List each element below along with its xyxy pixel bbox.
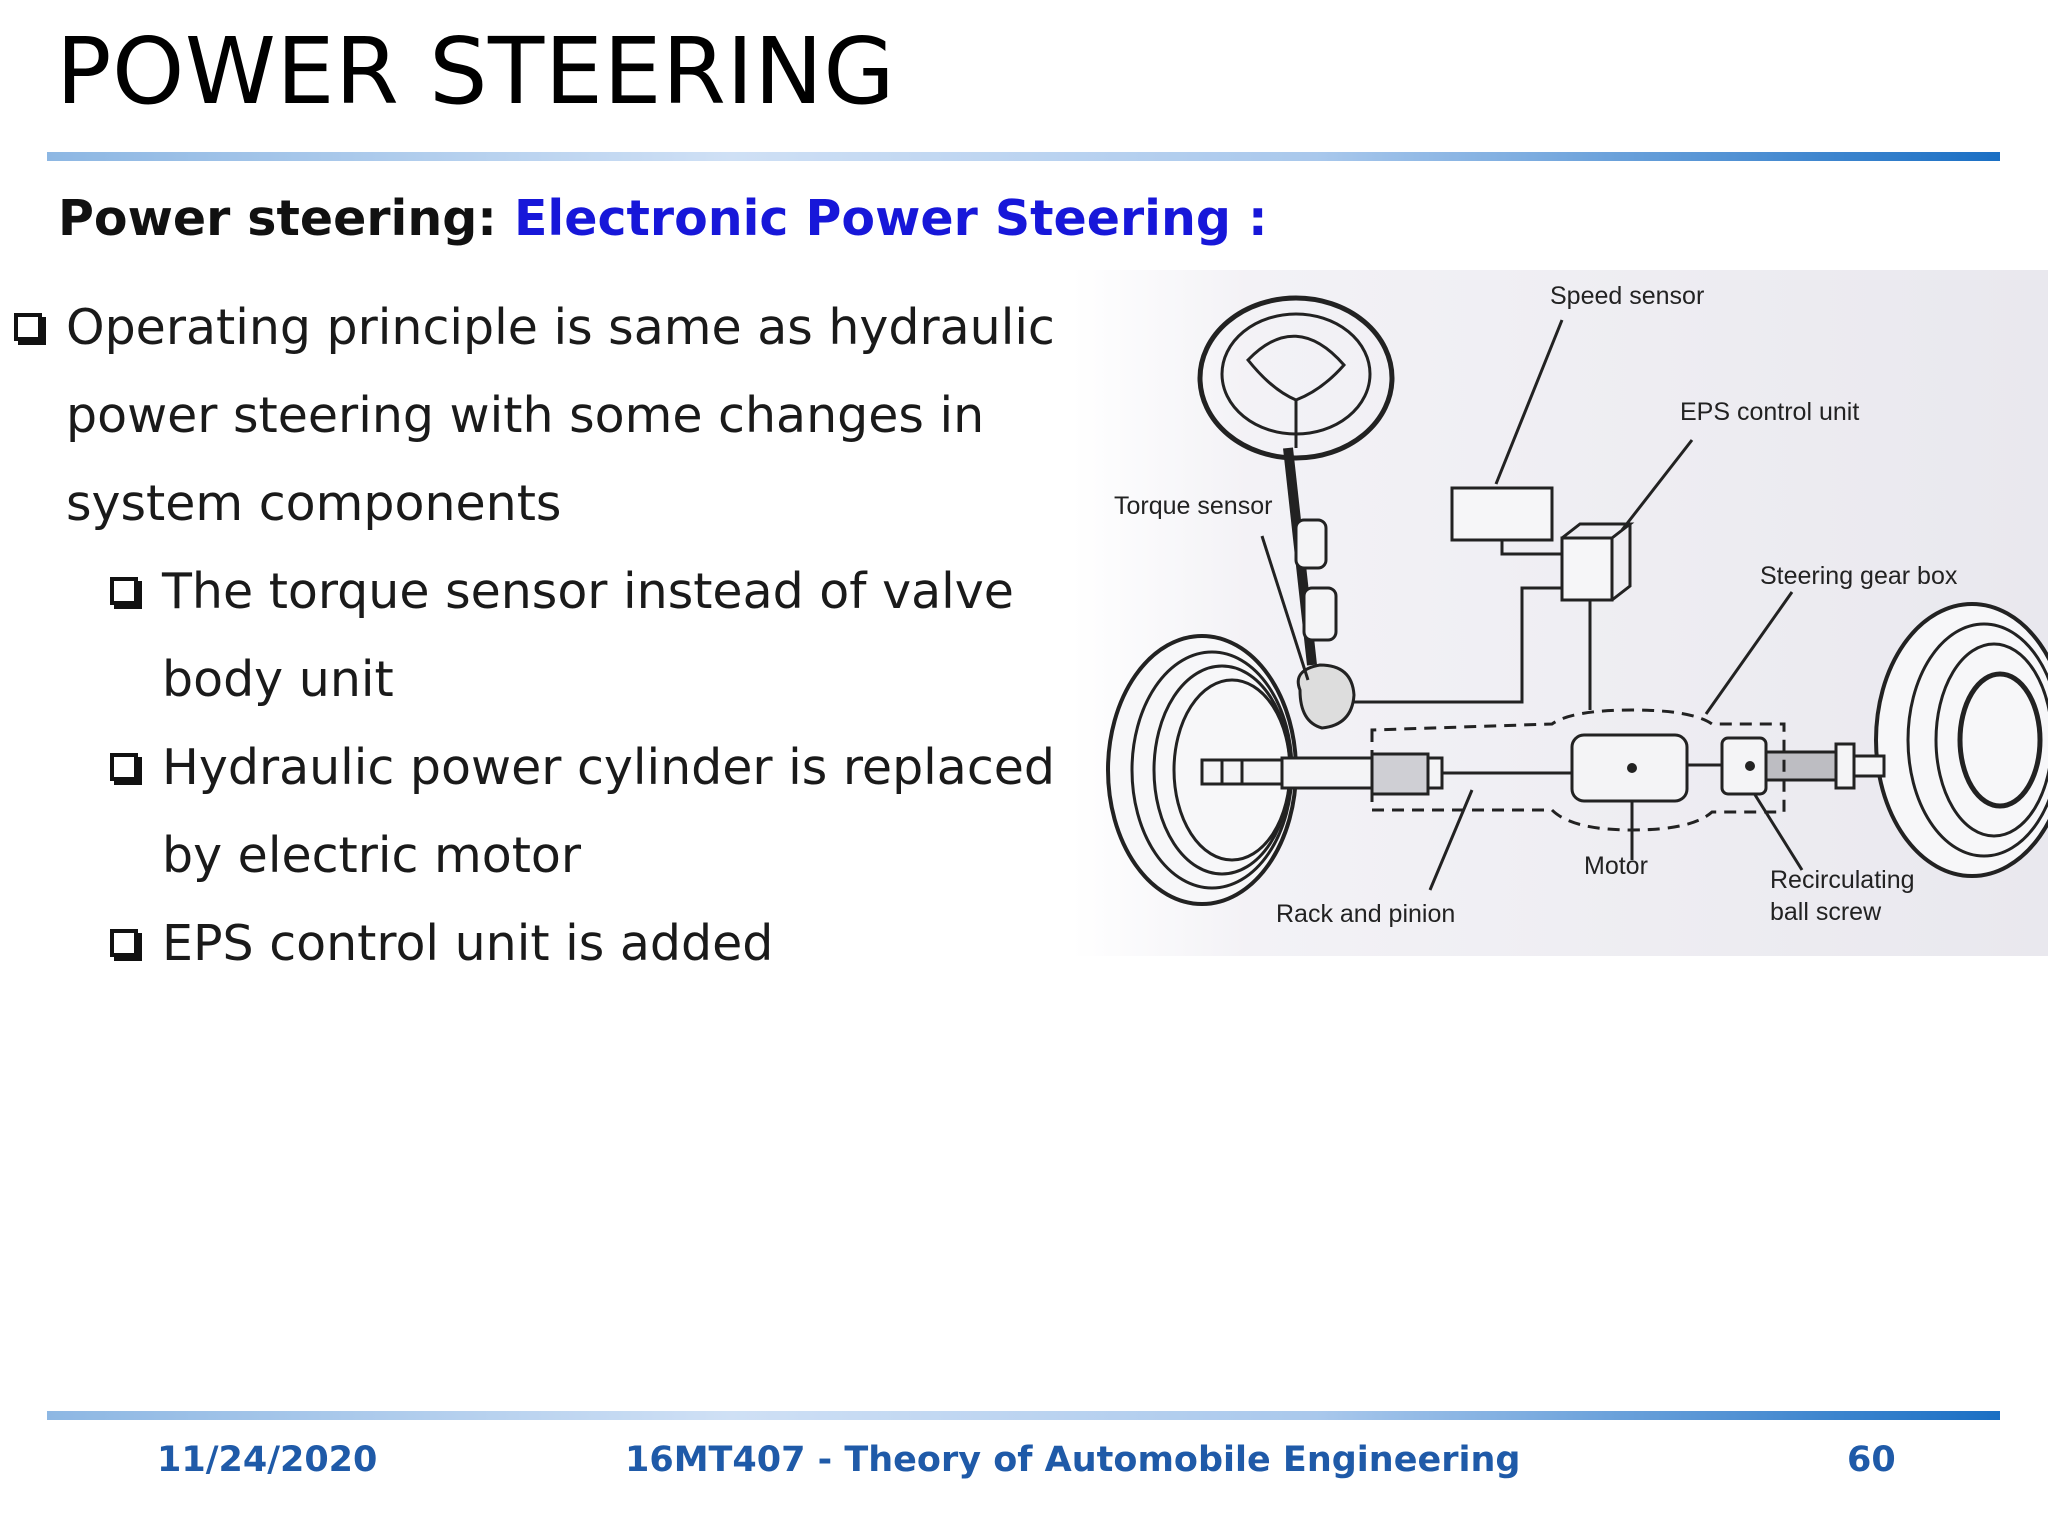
bullet-text: The torque sensor instead of valve body …	[162, 563, 1014, 708]
eps-diagram-drawing	[1106, 295, 2048, 906]
checkbox-bullet-icon	[110, 929, 138, 957]
steering-column-icon	[1283, 447, 1338, 666]
speed-sensor-box	[1450, 486, 1554, 542]
subtitle-accent: Electronic Power Steering :	[513, 190, 1268, 247]
eps-diagram: Speed sensor EPS control unit Torque sen…	[1072, 270, 2048, 956]
label-recirculating: Recirculating	[1770, 866, 1915, 894]
bullet-text: Operating principle is same as hydraulic…	[66, 299, 1055, 532]
torque-sensor-icon	[1296, 663, 1356, 730]
steering-wheel-icon	[1197, 295, 1395, 461]
steering-gear-box-outline	[1370, 708, 1786, 832]
label-speed-sensor: Speed sensor	[1550, 282, 1705, 310]
label-ball-screw: ball screw	[1770, 898, 1882, 926]
bullet-text: EPS control unit is added	[162, 915, 774, 972]
label-motor: Motor	[1584, 852, 1648, 880]
label-eps-control-unit: EPS control unit	[1680, 398, 1860, 426]
label-torque-sensor: Torque sensor	[1114, 492, 1273, 520]
slide-subtitle: Power steering: Electronic Power Steerin…	[58, 190, 1268, 247]
label-steering-gear-box: Steering gear box	[1760, 562, 1958, 590]
label-rack-and-pinion: Rack and pinion	[1276, 900, 1456, 928]
checkbox-bullet-icon	[110, 577, 138, 605]
checkbox-bullet-icon	[14, 313, 42, 341]
slide-title: POWER STEERING	[56, 18, 896, 125]
bullet-list: Operating principle is same as hydraulic…	[12, 284, 1072, 988]
eps-control-unit-icon	[1560, 522, 1635, 602]
footer-date: 11/24/2020	[157, 1440, 378, 1480]
right-tire-icon	[1874, 602, 2048, 878]
footer-divider	[47, 1411, 2000, 1420]
title-divider	[47, 152, 2000, 161]
sub-bullet-item: The torque sensor instead of valve body …	[108, 548, 1072, 724]
checkbox-bullet-icon	[110, 753, 138, 781]
footer-course: 16MT407 - Theory of Automobile Engineeri…	[625, 1440, 1521, 1480]
rack-assembly-icon	[1200, 733, 1886, 803]
subtitle-prefix: Power steering:	[58, 190, 514, 247]
bullet-text: Hydraulic power cylinder is replaced by …	[162, 739, 1056, 884]
footer-page-number: 60	[1847, 1440, 1896, 1480]
sub-bullet-item: Hydraulic power cylinder is replaced by …	[108, 724, 1072, 900]
bullet-item: Operating principle is same as hydraulic…	[12, 284, 1072, 548]
sub-bullet-item: EPS control unit is added	[108, 900, 1072, 988]
